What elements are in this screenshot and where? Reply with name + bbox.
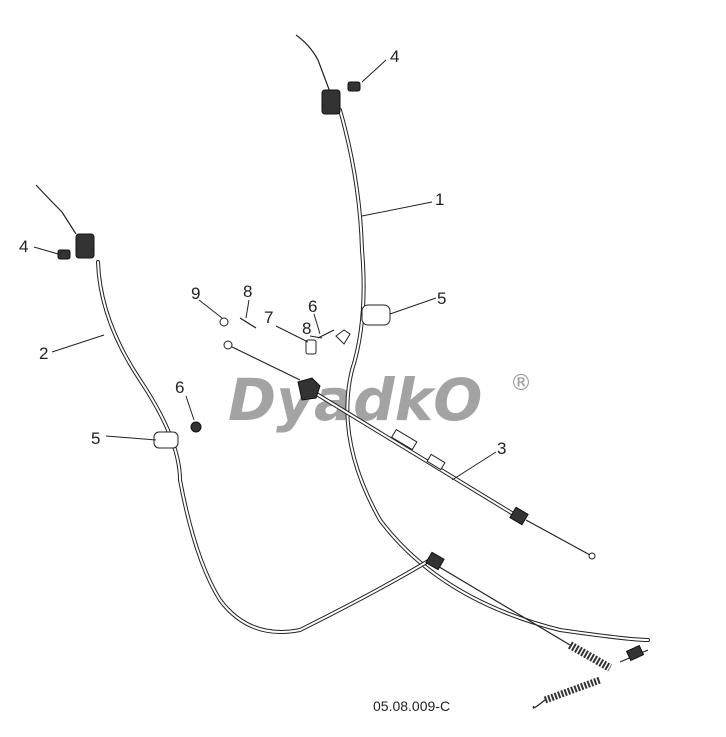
- callout-6: 6: [308, 297, 317, 316]
- push-fastener: [190, 421, 202, 433]
- callout-9: 9: [191, 284, 200, 303]
- cable-1: [295, 34, 650, 663]
- registered-mark: ®: [510, 371, 532, 396]
- callout-4: 4: [390, 47, 399, 66]
- washer: [219, 317, 229, 327]
- cable-1-bracket: [321, 89, 341, 115]
- cotter-pin: [239, 317, 257, 329]
- callout-3: 3: [497, 439, 506, 458]
- callout-5: 5: [437, 289, 446, 308]
- clevis-pin: [305, 339, 317, 355]
- spring-upper: [568, 641, 612, 672]
- drawing-code: 05.08.009-C: [373, 698, 450, 714]
- cotter-pin: [317, 329, 335, 339]
- cable-clamp: [153, 431, 179, 449]
- callout-5: 5: [91, 429, 100, 448]
- spring-lower: [532, 676, 602, 709]
- cable-2-bracket: [75, 233, 95, 259]
- push-fastener: [335, 329, 351, 345]
- watermark-text: DyadkO: [228, 366, 483, 434]
- cable-clamp: [361, 304, 391, 326]
- cable-3-bracket: [297, 377, 321, 401]
- callout-8: 8: [302, 319, 311, 338]
- callout-1: 1: [435, 190, 444, 209]
- callout-8: 8: [243, 282, 252, 301]
- callout-6: 6: [175, 378, 184, 397]
- watermark-logo: DyadkO ®: [228, 366, 532, 434]
- leader-lines: [33, 59, 497, 481]
- callout-2: 2: [39, 344, 48, 363]
- screw: [347, 81, 361, 92]
- cable-2: [35, 184, 571, 646]
- screw: [57, 249, 71, 260]
- callout-4: 4: [19, 237, 28, 256]
- callout-7: 7: [264, 308, 273, 327]
- cable-3: [223, 340, 596, 560]
